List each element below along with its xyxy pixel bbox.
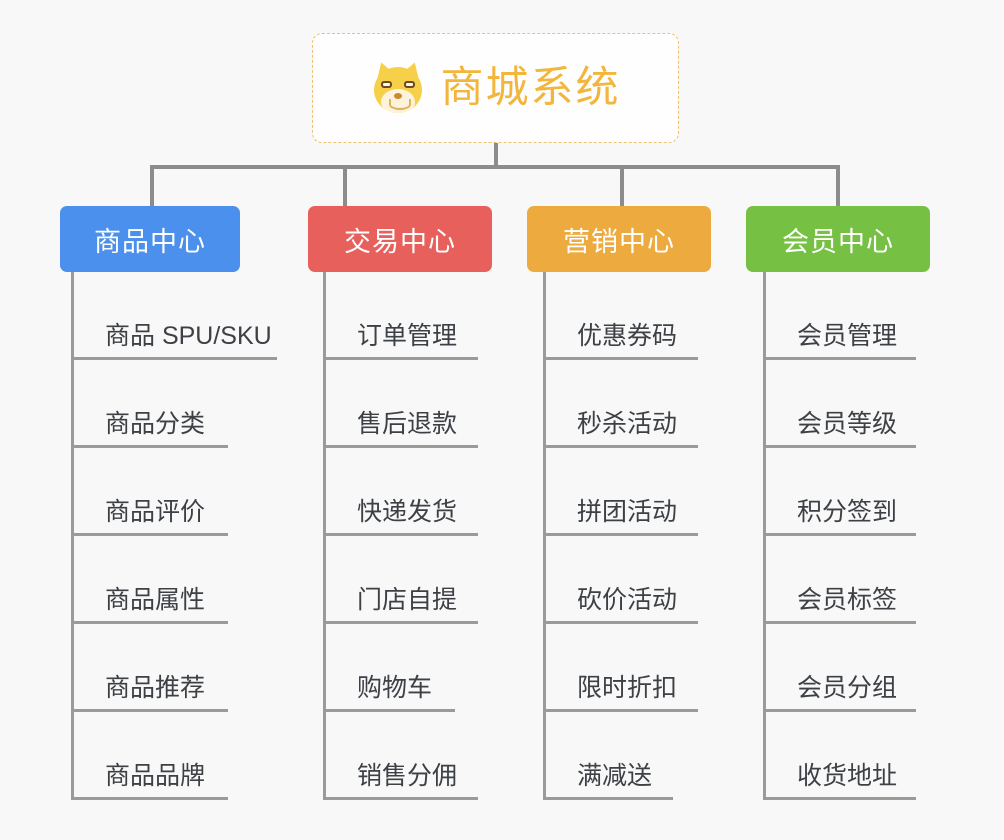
leaf-item[interactable]: 满减送 bbox=[543, 712, 673, 800]
leaf-item[interactable]: 商品品牌 bbox=[71, 712, 228, 800]
category-box-2[interactable]: 交易中心 bbox=[308, 206, 492, 272]
leaf-item[interactable]: 快递发货 bbox=[323, 448, 478, 536]
leaf-item[interactable]: 限时折扣 bbox=[543, 624, 698, 712]
leaf-item-label: 秒杀活动 bbox=[577, 410, 678, 438]
leaf-item-label: 拼团活动 bbox=[577, 498, 678, 526]
leaf-item[interactable]: 商品属性 bbox=[71, 536, 228, 624]
connector-drop-4 bbox=[836, 165, 840, 207]
leaf-item-label: 门店自提 bbox=[357, 586, 458, 614]
root-node[interactable]: 商城系统 bbox=[312, 33, 679, 143]
leaf-item[interactable]: 优惠券码 bbox=[543, 272, 698, 360]
leaf-trunk-line bbox=[543, 272, 546, 800]
leaf-item-label: 满减送 bbox=[577, 762, 653, 790]
leaf-item-label: 售后退款 bbox=[357, 410, 458, 438]
leaf-item[interactable]: 购物车 bbox=[323, 624, 455, 712]
leaf-item-label: 砍价活动 bbox=[577, 586, 678, 614]
leaf-item[interactable]: 商品 SPU/SKU bbox=[71, 272, 277, 360]
leaf-item-label: 销售分佣 bbox=[357, 762, 458, 790]
leaf-item-label: 快递发货 bbox=[357, 498, 458, 526]
leaf-trunk-line bbox=[323, 272, 326, 800]
root-title: 商城系统 bbox=[440, 63, 621, 112]
leaf-item-label: 优惠券码 bbox=[577, 322, 678, 350]
dog-face-icon bbox=[370, 59, 425, 115]
leaf-item[interactable]: 拼团活动 bbox=[543, 448, 698, 536]
leaf-item-label: 会员标签 bbox=[797, 586, 898, 614]
leaf-item-label: 会员分组 bbox=[797, 674, 898, 702]
category-box-1[interactable]: 商品中心 bbox=[60, 206, 240, 272]
leaf-trunk-line bbox=[763, 272, 766, 800]
connector-drop-2 bbox=[343, 165, 347, 207]
leaf-item[interactable]: 砍价活动 bbox=[543, 536, 698, 624]
connector-drop-1 bbox=[150, 165, 154, 207]
leaf-item[interactable]: 会员等级 bbox=[763, 360, 916, 448]
leaf-item[interactable]: 订单管理 bbox=[323, 272, 478, 360]
leaf-item-label: 商品推荐 bbox=[105, 674, 206, 702]
leaf-item[interactable]: 商品评价 bbox=[71, 448, 228, 536]
connector-horizontal-bar bbox=[150, 165, 840, 169]
leaf-item-label: 限时折扣 bbox=[577, 674, 678, 702]
leaf-item-label: 积分签到 bbox=[797, 498, 898, 526]
leaf-item[interactable]: 商品分类 bbox=[71, 360, 228, 448]
category-title: 营销中心 bbox=[563, 226, 675, 257]
leaf-item[interactable]: 会员分组 bbox=[763, 624, 916, 712]
leaf-item[interactable]: 积分签到 bbox=[763, 448, 916, 536]
leaf-item-label: 收货地址 bbox=[797, 762, 898, 790]
connector-drop-3 bbox=[620, 165, 624, 207]
leaf-item[interactable]: 销售分佣 bbox=[323, 712, 478, 800]
root-connector-stem bbox=[494, 143, 498, 167]
leaf-item-label: 会员管理 bbox=[797, 322, 898, 350]
leaf-item-label: 商品评价 bbox=[105, 498, 206, 526]
category-title: 会员中心 bbox=[782, 226, 894, 257]
leaf-item[interactable]: 会员标签 bbox=[763, 536, 916, 624]
leaf-item[interactable]: 售后退款 bbox=[323, 360, 478, 448]
leaf-item-label: 购物车 bbox=[357, 674, 433, 702]
leaf-item-label: 商品属性 bbox=[105, 586, 206, 614]
leaf-item-label: 商品品牌 bbox=[105, 762, 206, 790]
leaf-item[interactable]: 门店自提 bbox=[323, 536, 478, 624]
leaf-item-label: 订单管理 bbox=[357, 322, 458, 350]
category-title: 商品中心 bbox=[94, 226, 206, 257]
leaf-item[interactable]: 会员管理 bbox=[763, 272, 916, 360]
leaf-item[interactable]: 商品推荐 bbox=[71, 624, 228, 712]
category-box-4[interactable]: 会员中心 bbox=[746, 206, 930, 272]
leaf-item-label: 商品分类 bbox=[105, 410, 206, 438]
category-title: 交易中心 bbox=[344, 226, 456, 257]
category-box-3[interactable]: 营销中心 bbox=[527, 206, 711, 272]
leaf-item[interactable]: 收货地址 bbox=[763, 712, 916, 800]
leaf-trunk-line bbox=[71, 272, 74, 800]
leaf-item-label: 会员等级 bbox=[797, 410, 898, 438]
leaf-item-label: 商品 SPU/SKU bbox=[105, 322, 272, 350]
leaf-item[interactable]: 秒杀活动 bbox=[543, 360, 698, 448]
